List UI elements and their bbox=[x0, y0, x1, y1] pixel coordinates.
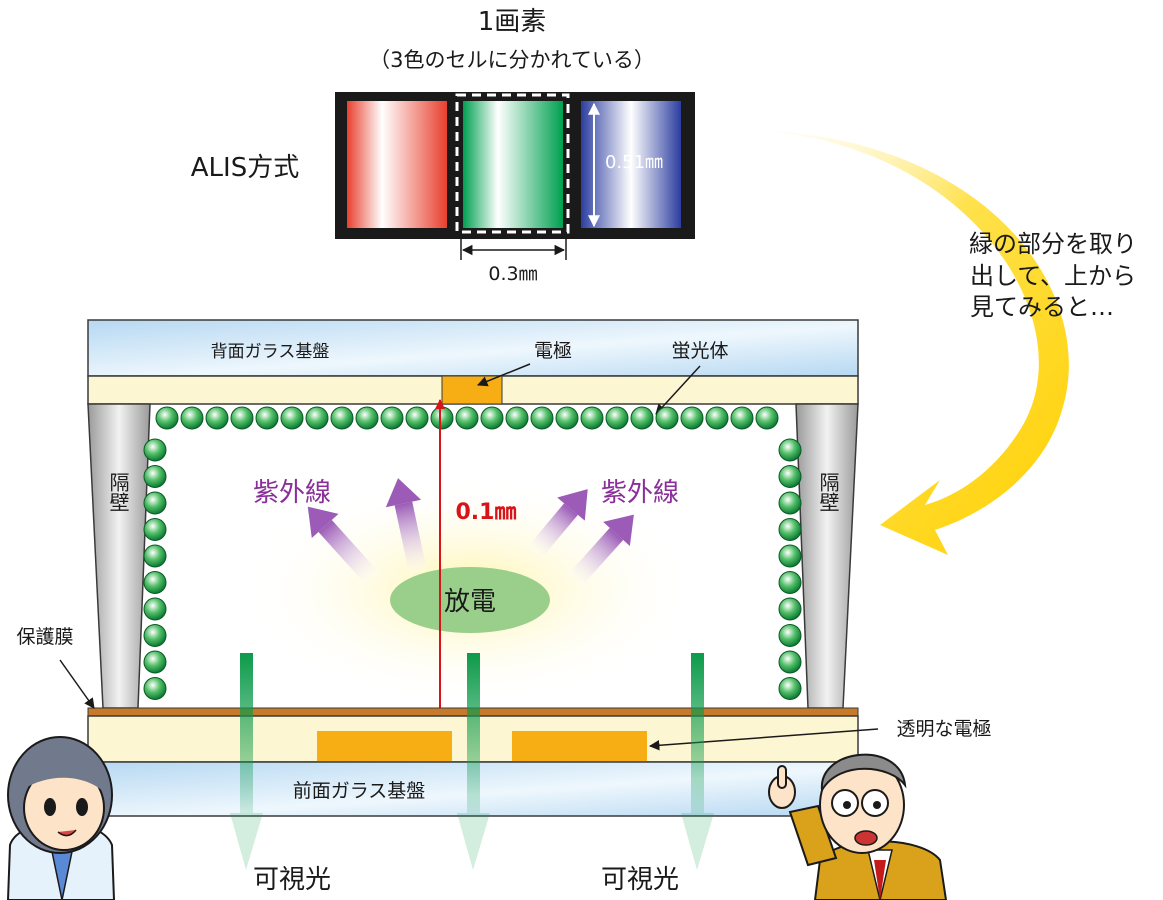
gap-dimension-label: 0.1㎜ bbox=[456, 500, 517, 525]
phosphor-bead bbox=[280, 406, 304, 430]
transparent-electrode-2 bbox=[512, 731, 647, 762]
uv-arrows bbox=[307, 478, 634, 587]
phosphor-bead bbox=[778, 677, 802, 700]
electrode-top-leader bbox=[477, 363, 531, 387]
transparent-electrode-label: 透明な電極 bbox=[896, 718, 991, 740]
phosphor-bead bbox=[778, 597, 802, 621]
phosphor-bead bbox=[505, 406, 529, 430]
uv-arrow-3 bbox=[528, 489, 588, 558]
phosphor-bead bbox=[180, 406, 204, 430]
phosphor-bead bbox=[480, 406, 504, 430]
phosphor-bead bbox=[778, 438, 802, 462]
red-cell bbox=[347, 101, 447, 228]
phosphor-bead bbox=[655, 406, 679, 430]
pixel-subtitle: （3色のセルに分かれている） bbox=[369, 48, 655, 72]
phosphor-bead bbox=[778, 491, 802, 515]
phosphor-bead bbox=[143, 677, 167, 700]
method-label: ALIS方式 bbox=[191, 153, 299, 183]
uv-right-label: 紫外線 bbox=[601, 478, 679, 508]
phosphor-bead bbox=[143, 650, 167, 674]
visible-light-arrow-3 bbox=[681, 653, 714, 870]
barrier-right bbox=[795, 403, 859, 709]
protective-film-leader bbox=[59, 659, 95, 709]
phosphor-bead bbox=[705, 406, 729, 430]
visible-light-arrow-2 bbox=[457, 653, 490, 870]
phosphor-bead bbox=[205, 406, 229, 430]
phosphor-bead bbox=[143, 544, 167, 568]
phosphor-bead bbox=[405, 406, 429, 430]
uv-arrow-4 bbox=[568, 514, 634, 587]
transparent-electrode-leader bbox=[648, 728, 879, 751]
phosphor-bead bbox=[330, 406, 354, 430]
phosphor-bead bbox=[430, 406, 454, 430]
phosphor-bead bbox=[630, 406, 654, 430]
callout-line-2: 出して、上から bbox=[970, 262, 1136, 290]
phosphor-bead bbox=[580, 406, 604, 430]
phosphor-bead bbox=[143, 597, 167, 621]
uv-arrow-2 bbox=[385, 478, 427, 574]
electrode-top-label: 電極 bbox=[534, 340, 572, 362]
phosphor-bead bbox=[755, 406, 779, 430]
phosphor-bead bbox=[143, 438, 167, 462]
uv-left-label: 紫外線 bbox=[253, 478, 331, 508]
phosphor-beads bbox=[143, 406, 802, 700]
visible-light-right-label: 可視光 bbox=[601, 865, 679, 895]
phosphor-bead bbox=[778, 518, 802, 541]
discharge-label: 放電 bbox=[444, 587, 496, 617]
phosphor-bead bbox=[455, 406, 479, 430]
phosphor-bead bbox=[778, 544, 802, 568]
pixel-title: 1画素 bbox=[478, 7, 547, 37]
discharge-area bbox=[390, 567, 550, 633]
phosphor-bead bbox=[778, 465, 802, 488]
phosphor-bead bbox=[155, 406, 179, 430]
transparent-electrode-1 bbox=[317, 731, 452, 762]
protective-film-label: 保護膜 bbox=[16, 626, 73, 648]
barrier-left-label: 隔壁 bbox=[106, 472, 130, 512]
visible-light-arrows bbox=[230, 653, 714, 870]
phosphor-bead bbox=[143, 571, 167, 594]
phosphor-bead bbox=[255, 406, 279, 430]
phosphor-bead bbox=[605, 406, 629, 430]
man-character bbox=[768, 753, 948, 900]
phosphor-bead bbox=[305, 406, 329, 430]
uv-arrow-1 bbox=[307, 506, 379, 585]
phosphor-bead bbox=[680, 406, 704, 430]
barrier-left bbox=[87, 403, 151, 709]
width-dimension: 0.3㎜ bbox=[460, 236, 567, 285]
phosphor-leader bbox=[655, 365, 701, 415]
green-cell bbox=[463, 101, 563, 228]
rear-glass bbox=[87, 319, 859, 377]
phosphor-bead bbox=[143, 624, 167, 647]
visible-light-left-label: 可視光 bbox=[253, 865, 331, 895]
visible-light-arrow-1 bbox=[230, 653, 263, 870]
phosphor-bead bbox=[143, 465, 167, 488]
height-dimension-label: 0.51㎜ bbox=[605, 152, 663, 173]
phosphor-bead bbox=[778, 624, 802, 647]
address-electrode bbox=[441, 375, 503, 405]
callout-line-1: 緑の部分を取り bbox=[969, 230, 1137, 258]
phosphor-bead bbox=[230, 406, 254, 430]
phosphor-bead bbox=[530, 406, 554, 430]
phosphor-bead bbox=[730, 406, 754, 430]
barrier-right-label: 隔壁 bbox=[816, 472, 840, 512]
phosphor-bead bbox=[380, 406, 404, 430]
pixel-cells: 0.51㎜ bbox=[335, 92, 695, 239]
phosphor-bead bbox=[143, 518, 167, 541]
green-cell-selection bbox=[455, 93, 570, 234]
callout-line-3: 見てみると… bbox=[970, 293, 1114, 321]
rear-glass-label: 背面ガラス基盤 bbox=[211, 342, 330, 362]
width-dimension-label: 0.3㎜ bbox=[488, 263, 537, 285]
phosphor-bead bbox=[778, 571, 802, 594]
phosphor-bead bbox=[143, 491, 167, 515]
front-glass-label: 前面ガラス基盤 bbox=[293, 780, 426, 802]
girl-character bbox=[6, 736, 116, 900]
phosphor-bead bbox=[355, 406, 379, 430]
phosphor-bead bbox=[778, 650, 802, 674]
phosphor-label: 蛍光体 bbox=[671, 340, 728, 362]
phosphor-bead bbox=[555, 406, 579, 430]
